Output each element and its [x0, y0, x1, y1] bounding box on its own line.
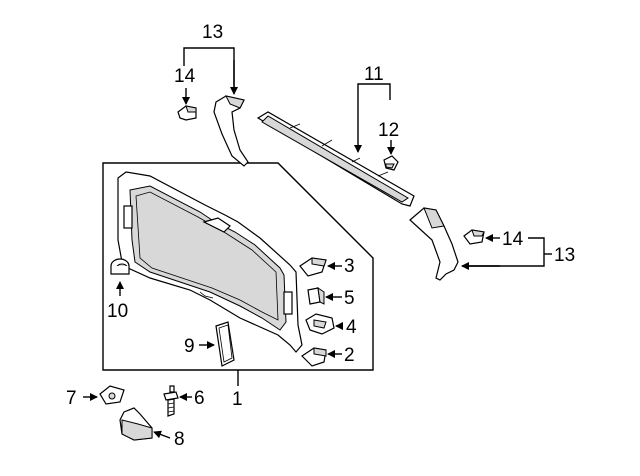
callout-7: 7: [66, 388, 77, 409]
callout-1: 1: [232, 389, 243, 410]
pillar-trim-right: [409, 207, 459, 281]
screw-6: [163, 385, 179, 417]
cover-8: [119, 407, 153, 441]
upper-garnish-11: [256, 111, 415, 207]
callout-8: 8: [174, 429, 185, 450]
liftgate-trim-panel: [117, 171, 303, 353]
callout-4: 4: [346, 317, 357, 338]
callout-11: 11: [364, 64, 384, 85]
callout-12: 12: [378, 120, 399, 141]
callout-3: 3: [344, 256, 355, 277]
leader-8: [153, 430, 171, 439]
callout-13-top: 13: [202, 22, 223, 43]
clip-5: [307, 286, 325, 305]
callout-13-right: 13: [554, 245, 575, 266]
nut-7: [99, 385, 125, 405]
assembly-box-outline: [102, 162, 374, 371]
clip-12: [383, 155, 399, 171]
callout-14-right: 14: [502, 229, 524, 250]
push-pin-clip: [110, 258, 130, 275]
callout-10: 10: [107, 301, 128, 322]
bracket-11: [357, 83, 391, 100]
callout-9: 9: [184, 336, 195, 357]
pad-part: [215, 321, 235, 367]
callout-2: 2: [344, 345, 355, 366]
pillar-trim-left: [213, 95, 249, 167]
clip-4: [305, 313, 335, 335]
clip-14-right: [463, 229, 485, 245]
clip-14-top: [177, 105, 197, 121]
callout-14-top: 14: [174, 66, 196, 87]
callout-6: 6: [194, 388, 205, 409]
callout-5: 5: [344, 288, 355, 309]
bracket-13-right: [466, 237, 545, 267]
clip-2: [301, 347, 327, 367]
clip-3: [299, 257, 327, 277]
